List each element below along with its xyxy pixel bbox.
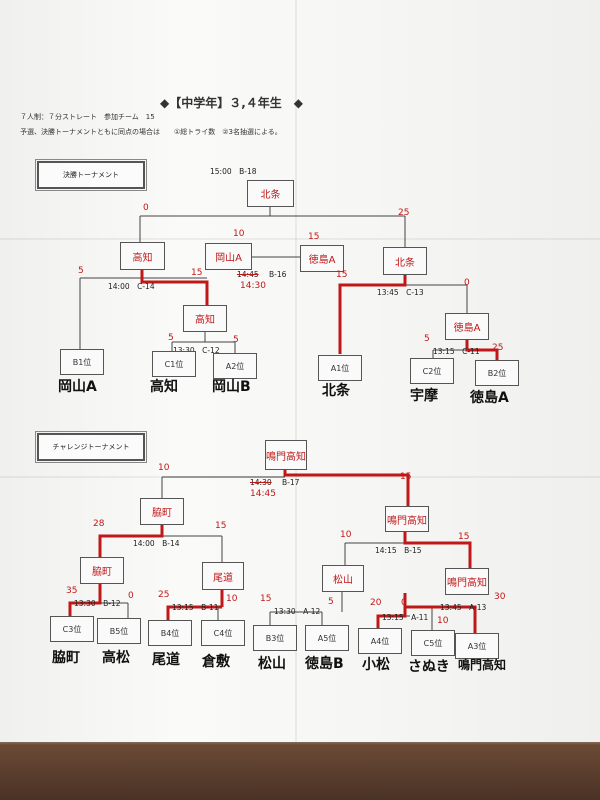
final-match-label: 15:00 B-18 (210, 167, 257, 176)
final-seed-box: C2位 (410, 358, 454, 384)
challenge-winner-box: 鳴門高知 (265, 440, 307, 470)
challenge-score: 0 (401, 598, 407, 608)
final-corrected-time: 14:30 (240, 281, 266, 291)
final-score: 25 (492, 343, 504, 353)
final-team-name: 岡山A (58, 379, 97, 395)
final-team-name: 高知 (150, 379, 178, 395)
challenge-seed-box: B5位 (97, 618, 141, 644)
challenge-tournament-label: チャレンジトーナメント (35, 431, 147, 463)
challenge-match-label: 14:00 B-14 (133, 539, 180, 548)
challenge-winner-box: 鳴門高知 (445, 568, 489, 595)
final-seed-box: B2位 (475, 360, 519, 386)
final-match-label: 13:45 C-13 (377, 288, 424, 297)
final-score: 10 (233, 229, 245, 239)
challenge-score: 10 (226, 594, 238, 604)
final-winner-box: 徳島A (300, 245, 344, 272)
challenge-match-label: 13:15 A-11 (382, 613, 429, 622)
challenge-score: 15 (260, 594, 272, 604)
challenge-match-label: 13:30 A-12 (274, 607, 321, 616)
final-tournament-label: 決勝トーナメント (35, 159, 147, 191)
challenge-match-label: 13:15 B-11 (172, 603, 219, 612)
challenge-winner-box: 松山 (322, 565, 364, 592)
fold-line (0, 238, 600, 240)
final-score: 15 (336, 270, 348, 280)
challenge-seed-box: C5位 (411, 630, 455, 656)
challenge-team-name: 倉敷 (202, 654, 230, 670)
final-score: 25 (398, 208, 410, 218)
challenge-winner-box: 鳴門高知 (385, 506, 429, 532)
final-team-name: 徳島A (470, 390, 509, 406)
challenge-match-time-struck: 14:30 (250, 478, 272, 487)
challenge-seed-box: A4位 (358, 628, 402, 654)
final-score: 15 (191, 268, 203, 278)
challenge-score: 0 (128, 591, 134, 601)
challenge-score: 20 (370, 598, 382, 608)
challenge-team-name: 松山 (258, 656, 286, 672)
final-match-label: 13:15 C-11 (433, 347, 480, 356)
final-match-label: 13:30 C-12 (173, 346, 220, 355)
challenge-match-label: 14:15 B-15 (375, 546, 422, 555)
final-match-code: B-16 (269, 270, 287, 279)
challenge-seed-box: C4位 (201, 620, 245, 646)
challenge-score: 5 (328, 597, 334, 607)
challenge-team-name: 小松 (362, 657, 390, 673)
final-score: 5 (233, 335, 239, 345)
final-score: 5 (168, 333, 174, 343)
final-team-name: 北条 (322, 383, 350, 399)
challenge-match-label: 13:30 B-12 (74, 599, 121, 608)
final-seed-box: C1位 (152, 351, 196, 377)
challenge-seed-box: A3位 (455, 633, 499, 659)
challenge-score: 25 (158, 590, 170, 600)
final-match-label: 14:00 C-14 (108, 282, 155, 291)
final-seed-box: B1位 (60, 349, 104, 375)
challenge-winner-box: 尾道 (202, 562, 244, 590)
final-winner-box: 高知 (183, 305, 227, 332)
fold-line (0, 476, 600, 478)
final-seed-box: A1位 (318, 355, 362, 381)
challenge-score: 35 (66, 586, 78, 596)
final-winner-box: 岡山A (205, 243, 252, 270)
winner-path-red (68, 268, 499, 633)
challenge-score: 15 (458, 532, 470, 542)
challenge-team-name: 高松 (102, 650, 130, 666)
final-score: 0 (143, 203, 149, 213)
challenge-score: 15 (215, 521, 227, 531)
final-team-name: 宇摩 (410, 388, 438, 404)
challenge-score: 15 (400, 472, 412, 482)
final-winner-box: 北条 (383, 247, 427, 275)
final-winner-box: 北条 (247, 180, 294, 207)
final-score: 5 (78, 266, 84, 276)
challenge-corrected-time: 14:45 (250, 489, 276, 499)
final-score: 15 (308, 232, 320, 242)
final-match-time-struck: 14:45 (237, 270, 259, 279)
challenge-score: 10 (437, 616, 449, 626)
final-score: 5 (424, 334, 430, 344)
final-team-name: 岡山B (212, 379, 251, 395)
challenge-score: 10 (340, 530, 352, 540)
challenge-team-name: 脇町 (52, 650, 80, 666)
challenge-match-label: 13:45 A-13 (440, 603, 487, 612)
challenge-winner-box: 脇町 (140, 498, 184, 525)
challenge-team-name: 徳島B (305, 656, 344, 672)
final-seed-box: A2位 (213, 353, 257, 379)
challenge-winner-box: 脇町 (80, 557, 124, 584)
page-title: ◆【中学年】３,４年生 ◆ (160, 96, 304, 110)
challenge-seed-box: B4位 (148, 620, 192, 646)
final-score: 0 (464, 278, 470, 288)
challenge-team-name: 鳴門高知 (458, 658, 507, 672)
challenge-team-name: 尾道 (152, 652, 180, 668)
challenge-seed-box: A5位 (305, 625, 349, 651)
final-winner-box: 高知 (120, 242, 165, 270)
challenge-match-code: B-17 (282, 478, 300, 487)
challenge-score: 30 (494, 592, 506, 602)
challenge-score: 10 (158, 463, 170, 473)
rules-line-1: ７人制：７分ストレート 参加チーム 15 (20, 113, 155, 121)
final-winner-box: 徳島A (445, 313, 489, 340)
rules-line-2: 予選、決勝トーナメントともに同点の場合は ①総トライ数 ②3名抽選による。 (20, 128, 282, 136)
challenge-score: 28 (93, 519, 105, 529)
challenge-seed-box: C3位 (50, 616, 94, 642)
challenge-seed-box: B3位 (253, 625, 297, 651)
challenge-team-name: さぬき (408, 659, 450, 675)
fold-line (295, 0, 297, 742)
